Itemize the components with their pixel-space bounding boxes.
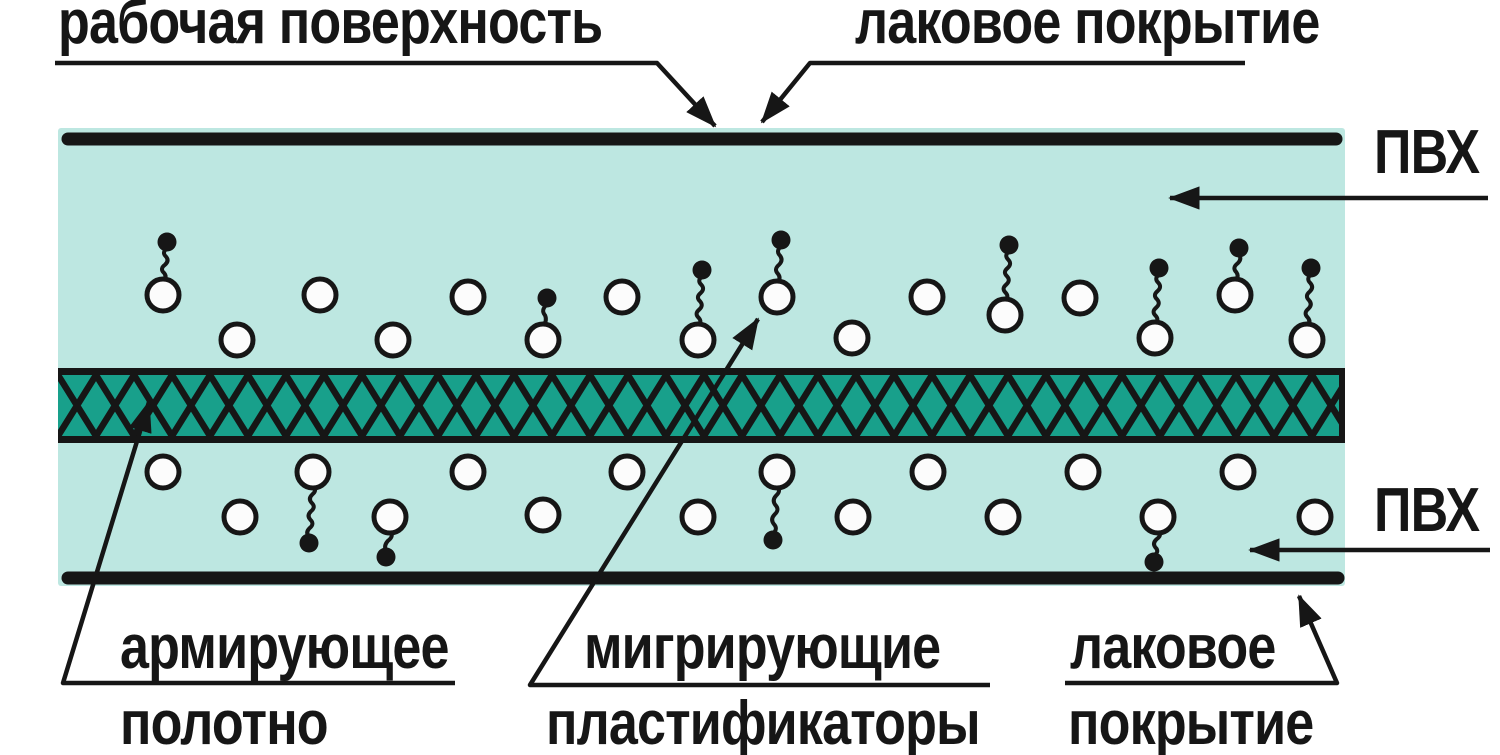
plasticizer-head-dot bbox=[1149, 258, 1169, 278]
label-lacquer-coating-bottom-line2: покрытие bbox=[1068, 689, 1314, 755]
label-pvc-bottom: ПВХ bbox=[1374, 476, 1480, 545]
plasticizer-globule bbox=[301, 276, 339, 314]
label-working-surface: рабочая поверхность bbox=[58, 0, 603, 57]
plasticizer-globule bbox=[221, 498, 259, 536]
label-migrating-plasticizers-line1: мигрирующие bbox=[584, 613, 941, 682]
plasticizer-head-dot bbox=[771, 230, 791, 250]
migrating-plasticizer-molecule bbox=[371, 498, 409, 567]
plasticizer-globule bbox=[608, 453, 646, 491]
plasticizer-globule bbox=[909, 453, 947, 491]
migrating-plasticizer-molecule bbox=[144, 232, 182, 314]
plasticizer-head-dot bbox=[763, 530, 783, 550]
plasticizer-head-dot bbox=[1229, 238, 1249, 258]
plasticizer-globule bbox=[218, 321, 256, 359]
migrating-plasticizer-molecule bbox=[1139, 498, 1177, 572]
plasticizer-globule bbox=[449, 278, 487, 316]
plasticizer-head-dot bbox=[1301, 258, 1321, 278]
plasticizer-head-dot bbox=[537, 288, 557, 308]
plasticizer-globule bbox=[144, 453, 182, 491]
plasticizer-globule bbox=[679, 498, 717, 536]
working-surface-leader-arrow bbox=[55, 60, 717, 128]
plasticizer-globule bbox=[1219, 453, 1257, 491]
label-lacquer-coating-top: лаковое покрытие bbox=[855, 0, 1320, 57]
plasticizer-globule bbox=[603, 278, 641, 316]
plasticizer-globule bbox=[524, 496, 562, 534]
label-reinforcing-fabric-line2: полотно bbox=[120, 689, 329, 755]
label-migrating-plasticizers-line2: пластификаторы bbox=[546, 689, 981, 755]
label-reinforcing-fabric-line1: армирующее bbox=[120, 613, 450, 682]
lacquer-bottom-leader-arrow bbox=[1065, 594, 1340, 686]
migrating-plasticizer-molecule bbox=[1136, 258, 1174, 357]
migrating-plasticizer-molecule bbox=[679, 260, 717, 359]
plasticizer-globule bbox=[834, 498, 872, 536]
plasticizer-head-dot bbox=[999, 235, 1019, 255]
migrating-plasticizer-molecule bbox=[758, 230, 796, 316]
reinforcing-fabric-leader-arrow bbox=[60, 400, 455, 686]
migrating-plasticizer-molecule bbox=[1216, 238, 1254, 314]
label-pvc-top: ПВХ bbox=[1374, 118, 1480, 187]
plasticizer-globule bbox=[449, 453, 487, 491]
plasticizer-globule bbox=[984, 498, 1022, 536]
plasticizer-globule bbox=[1296, 498, 1334, 536]
label-lacquer-coating-bottom-line1: лаковое bbox=[1070, 613, 1276, 682]
migrating-plasticizers-leader-arrow bbox=[527, 317, 990, 688]
migrating-plasticizer-molecule bbox=[986, 235, 1024, 334]
plasticizer-globule bbox=[1061, 279, 1099, 317]
plasticizer-head-dot bbox=[376, 547, 396, 567]
lacquer-top-leader-arrow bbox=[760, 60, 1245, 124]
plasticizer-globule bbox=[374, 321, 412, 359]
migrating-plasticizer-molecule bbox=[294, 453, 332, 553]
plasticizer-head-dot bbox=[157, 232, 177, 252]
plasticizer-head-dot bbox=[692, 260, 712, 280]
migrating-plasticizer-molecule bbox=[758, 453, 796, 550]
plasticizer-globule bbox=[833, 319, 871, 357]
plasticizer-globule bbox=[908, 278, 946, 316]
plasticizer-globule bbox=[1064, 453, 1102, 491]
migrating-plasticizer-molecule bbox=[524, 288, 562, 359]
plasticizer-molecules bbox=[144, 230, 1334, 572]
migrating-plasticizer-molecule bbox=[1288, 258, 1326, 359]
plasticizer-head-dot bbox=[299, 533, 319, 553]
plasticizer-head-dot bbox=[1144, 552, 1164, 572]
